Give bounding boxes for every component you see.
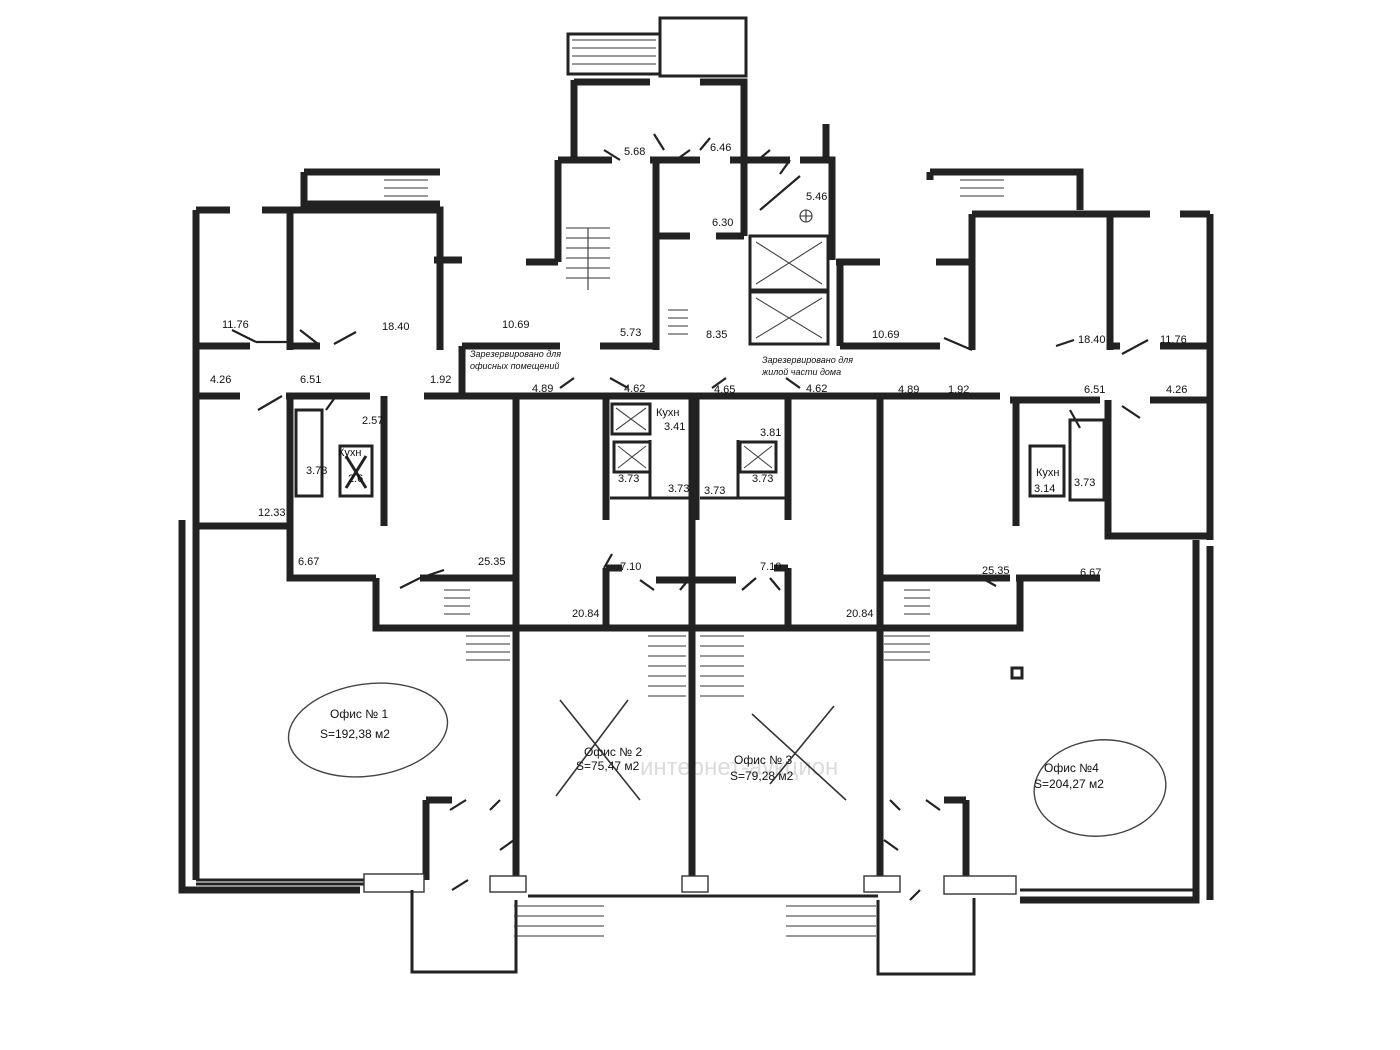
note-left-line1: Зарезервировано для [470,349,561,359]
area-label: 4.89 [532,383,553,395]
area-label: 25.35 [982,565,1010,577]
area-label: 20.84 [846,608,874,620]
area-label: 5.46 [806,191,827,203]
area-label: 11.76 [1160,334,1187,346]
office-1-area: S=192,38 м2 [320,727,390,741]
area-label: 3.73 [668,483,689,495]
area-label: 10.69 [872,329,900,341]
outer-shell [178,520,1200,976]
area-label: 6.51 [300,374,321,386]
area-label: 4.89 [898,384,919,396]
area-label: 20.84 [572,608,600,620]
area-label: 4.65 [714,384,735,396]
area-label: 4.26 [210,374,231,386]
area-label: 11.76 [222,319,249,331]
area-label: 6.30 [712,217,733,229]
office-3-area: S=79,28 м2 [730,769,794,783]
area-label: 7.10 [620,561,641,573]
area-label: 2.57 [362,415,383,427]
area-label: 3.73 [306,465,327,477]
kitchen-label: Кухн [1036,467,1059,479]
area-label: 8.35 [706,329,727,341]
note-left-line2: офисных помещений [470,361,559,371]
office-1-name: Офис № 1 [330,707,388,721]
area-label: 5.68 [624,146,645,158]
office-1[interactable]: Офис № 1 S=192,38 м2 [282,673,453,786]
area-label: 6.67 [298,556,319,568]
watermark: интернет-аукцион [640,754,838,781]
area-label: 1.92 [948,384,969,396]
area-label: 3.73 [618,473,639,485]
area-label: 3.81 [760,427,781,439]
office-2-crossed-icon [555,699,641,801]
doors [231,133,1149,901]
area-label: 18.40 [1078,334,1106,346]
kitchen-label: Кухн [656,407,679,419]
area-label: 5.73 [620,327,641,339]
area-label: 4.26 [1166,384,1187,396]
area-label: 6.51 [1084,384,1105,396]
area-label: 3.41 [664,421,685,433]
area-label: 7.10 [760,561,781,573]
office-3-crossed-icon [751,705,847,801]
office-2-area: S=75,47 м2 [576,759,640,773]
kitchen-label: Кухн [338,447,361,459]
area-label: 6.46 [710,142,731,154]
office-4-area: S=204,27 м2 [1034,777,1104,791]
area-label: 3.73 [1074,477,1095,489]
area-label: 6.67 [1080,567,1101,579]
area-label: 4.62 [624,383,645,395]
area-label: 4.62 [806,383,827,395]
left-wing-walls [192,168,840,661]
note-right-line1: Зарезервировано для [762,355,853,365]
office-3[interactable]: Офис № 3 S=79,28 м2 [730,705,847,801]
office-4-name: Офис №4 [1044,761,1099,775]
area-label: 18.40 [382,321,410,333]
top-core [554,16,836,350]
area-label: 10.69 [502,319,530,331]
office-2[interactable]: Офис № 2 S=75,47 м2 [555,699,642,801]
area-label: 2.6 [348,473,363,485]
area-label: 3.14 [1034,483,1055,495]
reserved-notes: Зарезервировано для офисных помещений За… [470,349,853,377]
area-label: 1.92 [430,374,451,386]
area-label: 12.33 [258,507,286,519]
area-label: 25.35 [478,556,506,568]
right-wing-walls [836,168,1214,900]
central-block-walls [512,396,1010,880]
area-label: 3.73 [752,473,773,485]
room-area-labels: 5.68 6.46 5.46 6.30 11.76 18.40 10.69 5.… [210,142,1187,620]
office-4[interactable]: Офис №4 S=204,27 м2 [1029,733,1170,842]
office-3-name: Офис № 3 [734,753,792,767]
note-right-line2: жилой части дома [761,367,841,377]
area-label: 3.73 [704,485,725,497]
